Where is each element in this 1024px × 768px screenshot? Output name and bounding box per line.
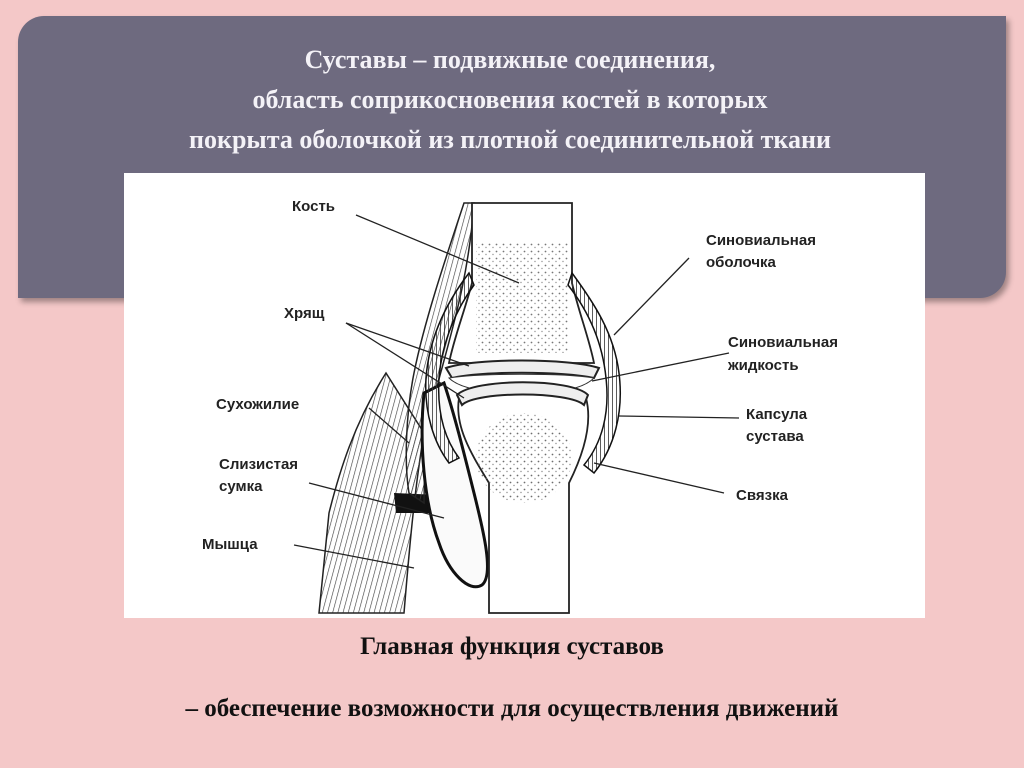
joint-capsule [567,271,622,475]
label-synovial-fluid-1: Синовиальная [728,334,838,351]
function-description: – обеспечение возможности для осуществле… [185,695,839,722]
label-tendon: Сухожилие [216,396,299,413]
label-capsule-2: сустава [746,428,804,445]
header-text: Суставы – подвижные соединения, область … [60,40,960,160]
label-muscle: Мышца [202,536,258,553]
label-cartilage: Хрящ [284,305,325,322]
label-bursa-2: сумка [219,478,263,495]
lower-bone-spongy [476,413,572,503]
label-bursa-1: Слизистая [219,456,298,473]
label-ligament: Связка [736,487,789,504]
label-capsule-1: Капсула [746,406,808,423]
label-synovial-membrane-2: оболочка [706,254,777,271]
upper-bone-spongy [476,243,568,353]
header-line-3: покрыта оболочкой из плотной соединитель… [189,125,831,154]
main-function-caption: Главная функция суставов [360,633,664,660]
label-synovial-membrane-1: Синовиальная [706,232,816,249]
joint-capsule-left [425,271,475,464]
joint-diagram: Кость Хрящ Сухожилие Слизистая сумка Мыш… [124,173,925,618]
upper-cartilage [444,359,601,380]
label-synovial-fluid-2: жидкость [727,357,799,374]
joint-diagram-svg: Кость Хрящ Сухожилие Слизистая сумка Мыш… [202,198,838,614]
header-line-2: область соприкосновения костей в которых [252,85,768,114]
leader-lines [293,214,740,569]
lower-cartilage [455,381,590,407]
header-line-1: Суставы – подвижные соединения, [304,45,716,74]
label-bone: Кость [292,198,335,215]
